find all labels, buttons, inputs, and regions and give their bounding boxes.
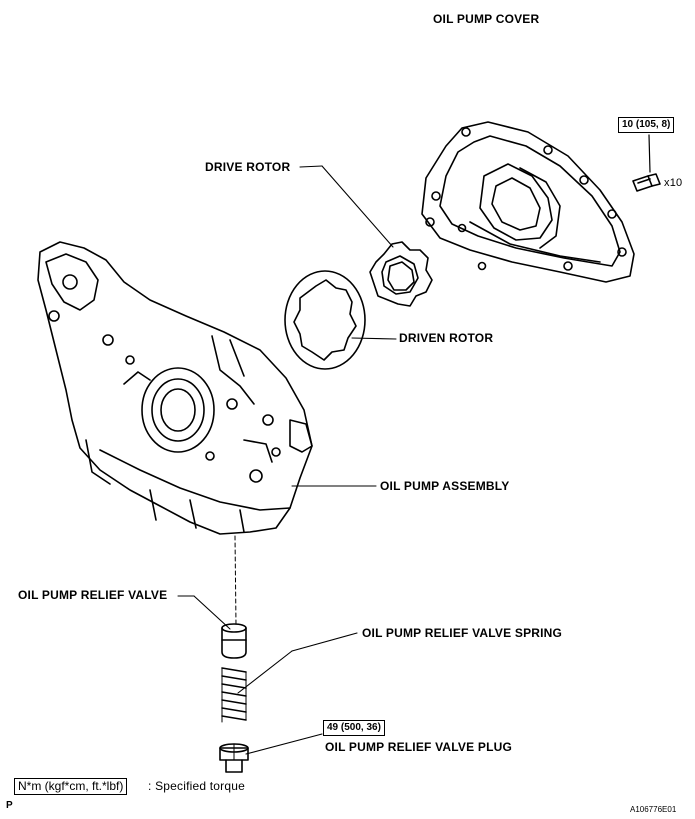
oil-pump-relief-valve <box>221 623 247 659</box>
label-oil-pump-relief-valve-plug: OIL PUMP RELIEF VALVE PLUG <box>325 740 512 754</box>
label-oil-pump-relief-valve-spring: OIL PUMP RELIEF VALVE SPRING <box>362 626 563 640</box>
leader-lines <box>177 165 397 755</box>
oil-pump-relief-valve-spring <box>221 667 247 723</box>
driven-rotor <box>284 270 366 370</box>
label-oil-pump-assembly: OIL PUMP ASSEMBLY <box>380 479 510 493</box>
oil-pump-cover <box>421 121 635 283</box>
cover-bolt <box>632 173 661 192</box>
torque-unit-legend-text: : Specified torque <box>148 779 245 793</box>
label-driven-rotor: DRIVEN ROTOR <box>399 331 494 345</box>
corner-mark: P <box>6 800 13 811</box>
torque-relief-valve-plug: 49 (500, 36) <box>323 720 385 736</box>
bolt-quantity: x10 <box>664 177 683 189</box>
assembly-axis-dashed-line <box>234 535 237 626</box>
torque-cover-bolt: 10 (105, 8) <box>618 117 675 133</box>
figure-id: A106776E01 <box>630 805 677 814</box>
cover-bolt-leader <box>648 134 651 173</box>
label-drive-rotor: DRIVE ROTOR <box>205 160 291 174</box>
oil-pump-assembly <box>37 241 313 535</box>
label-oil-pump-relief-valve: OIL PUMP RELIEF VALVE <box>18 588 168 602</box>
label-oil-pump-cover: OIL PUMP COVER <box>433 12 540 26</box>
torque-unit-legend-box: N*m (kgf*cm, ft.*lbf) <box>14 778 128 795</box>
drive-rotor <box>369 241 433 307</box>
oil-pump-relief-valve-plug <box>219 743 249 773</box>
